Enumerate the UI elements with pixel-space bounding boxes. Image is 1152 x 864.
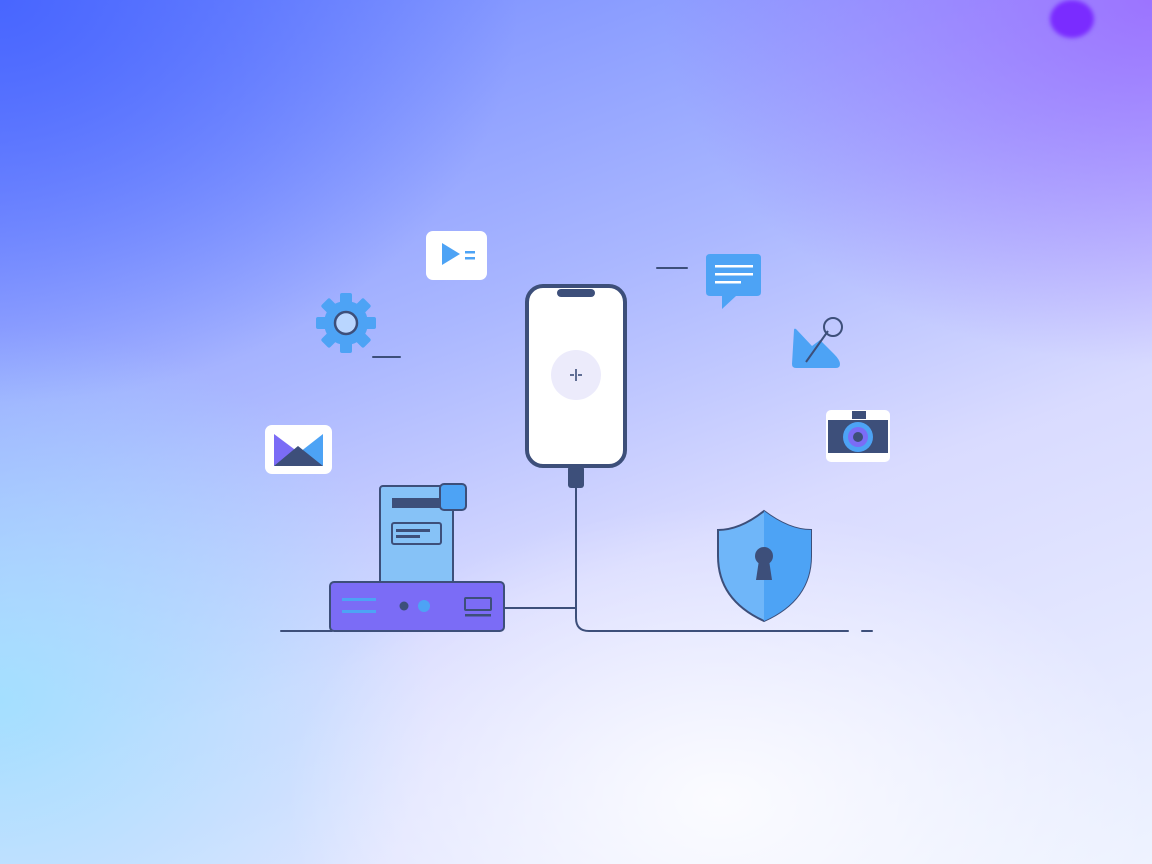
chat-icon [706, 254, 761, 309]
shield-lock-icon [717, 509, 812, 623]
purple-dot-decoration [1050, 0, 1094, 38]
server-icon [329, 581, 505, 632]
image-edit-icon [792, 317, 843, 368]
play-list-icon [426, 231, 487, 280]
document-icon [379, 483, 467, 585]
gear-icon [316, 293, 376, 353]
mail-icon [265, 425, 332, 474]
smartphone-icon [525, 284, 627, 488]
ground-lines [280, 267, 873, 632]
camera-icon [826, 410, 890, 462]
